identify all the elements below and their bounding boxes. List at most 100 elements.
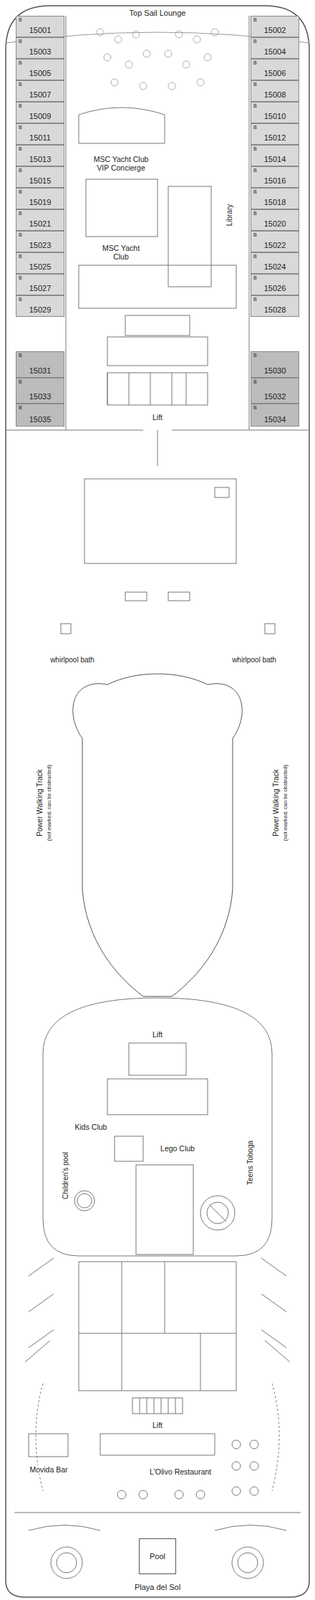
cabin-box: B 15029 xyxy=(15,294,65,317)
cabin-box: B 15030 xyxy=(250,350,300,378)
cabin-box: B 15026 xyxy=(250,273,300,295)
cabin-category: B xyxy=(18,17,23,23)
area-label-vertical: Teens Toboga xyxy=(246,1137,255,1185)
cabin-box: B 15027 xyxy=(15,273,65,295)
area-label-vertical: Power Walking Track xyxy=(272,766,281,837)
cabin-number: 15006 xyxy=(251,68,299,78)
area-label: MSC Yacht Club xyxy=(98,243,144,261)
cabin-box: B 15002 xyxy=(250,15,300,38)
cabin-box: B15013 xyxy=(15,144,65,167)
cabin-category: B xyxy=(253,60,258,66)
area-label: Lift xyxy=(151,1028,164,1038)
pool-box: Pool xyxy=(138,1536,177,1573)
cabin-category: B xyxy=(18,378,23,384)
cabin-category: B xyxy=(18,60,23,66)
area-label: Lego Club xyxy=(158,1142,197,1152)
cabin-box: B15003 xyxy=(15,37,65,59)
area-label: Top Sail Lounge xyxy=(128,8,188,18)
cabin-box: B 15004 xyxy=(250,37,300,59)
cabin-number: 15021 xyxy=(16,219,64,228)
cabin-number: 15022 xyxy=(251,240,299,250)
cabin-category: B xyxy=(253,38,258,44)
cabin-number: 15003 xyxy=(16,47,64,56)
cabin-number: 15031 xyxy=(16,365,64,375)
cabin-box: B15034 xyxy=(250,403,300,426)
cabin-category: B xyxy=(253,352,258,358)
cabin-number: 15014 xyxy=(251,154,299,164)
cabin-category: B xyxy=(253,253,258,259)
cabin-category: B xyxy=(18,103,23,109)
cabin-category: B xyxy=(253,167,258,173)
pool-label: Pool xyxy=(149,1549,166,1559)
cabin-box: B 15032 xyxy=(250,377,300,404)
area-label: Movida Bar xyxy=(27,1463,69,1472)
cabin-category: B xyxy=(253,378,258,384)
cabin-number: 15027 xyxy=(16,283,64,293)
cabin-number: 15032 xyxy=(251,391,299,401)
cabin-number: 15002 xyxy=(251,25,299,35)
area-label: whirlpool bath xyxy=(48,655,96,664)
cabin-number: 15026 xyxy=(251,283,299,293)
cabin-category: B xyxy=(18,210,23,216)
cabin-box: B 15007 xyxy=(15,80,65,102)
area-label: Kids Club xyxy=(73,1121,109,1130)
cabin-box: B 15001 xyxy=(15,15,65,38)
cabin-number: 15007 xyxy=(16,90,64,99)
cabin-box: B 15006 xyxy=(250,58,300,81)
cabin-box: B15012 xyxy=(250,123,300,145)
cabin-box: B 15035 xyxy=(15,403,65,426)
cabin-category: B xyxy=(18,274,23,280)
area-label-vertical: Children's pool xyxy=(61,1149,71,1200)
cabin-category: B xyxy=(253,189,258,195)
cabin-category: B xyxy=(18,231,23,237)
cabin-category: B xyxy=(18,296,23,302)
cabin-number: 15010 xyxy=(251,111,299,121)
cabin-number: 15023 xyxy=(16,240,64,250)
cabin-number: 15028 xyxy=(251,304,299,314)
cabin-number: 15011 xyxy=(16,133,64,142)
cabin-box: B15016 xyxy=(250,166,300,188)
cabin-category: B xyxy=(253,124,258,130)
area-label: L'Olivo Restaurant xyxy=(148,1465,213,1475)
cabin-category: B xyxy=(18,352,23,358)
cabin-number: 15033 xyxy=(16,391,64,401)
cabin-number: 15005 xyxy=(16,68,64,78)
cabin-category: B xyxy=(253,210,258,216)
cabin-number: 15001 xyxy=(16,25,64,35)
cabin-box: B 15021 xyxy=(15,209,65,231)
area-label-vertical: (not marked, can be obstructed) xyxy=(282,762,290,842)
cabin-category: B xyxy=(18,189,23,195)
cabin-category: B xyxy=(253,81,258,87)
cabin-number: 15035 xyxy=(16,414,64,424)
cabin-category: B xyxy=(18,81,23,87)
cabin-box: B 15018 xyxy=(250,187,300,210)
cabin-category: B xyxy=(253,296,258,302)
cabin-number: 15018 xyxy=(251,197,299,207)
cabin-category: B xyxy=(253,274,258,280)
cabin-number: 15034 xyxy=(251,414,299,424)
cabin-category: B xyxy=(18,124,23,130)
cabin-number: 15009 xyxy=(16,111,64,121)
cabin-number: 15029 xyxy=(16,304,64,314)
area-label: whirlpool bath xyxy=(230,655,278,664)
cabin-number: 15008 xyxy=(251,90,299,99)
cabin-box: B 15009 xyxy=(15,101,65,124)
area-label-vertical: Power Walking Track xyxy=(35,766,45,837)
area-label: Playa del Sol xyxy=(133,1580,182,1591)
cabin-number: 15004 xyxy=(251,47,299,56)
cabin-category: B xyxy=(18,253,23,259)
cabin-number: 15013 xyxy=(16,154,64,164)
cabin-box: B 15033 xyxy=(15,377,65,404)
cabin-number: 15030 xyxy=(251,365,299,375)
cabin-box: B 15031 xyxy=(15,350,65,378)
area-label-vertical: (not marked, can be obstructed) xyxy=(46,762,53,842)
cabin-box: B15019 xyxy=(15,187,65,210)
cabin-category: B xyxy=(253,103,258,109)
cabin-category: B xyxy=(253,17,258,23)
area-label-vertical: Library xyxy=(225,202,235,228)
cabin-box: B 15010 xyxy=(250,101,300,124)
cabin-box: B 15028 xyxy=(250,294,300,317)
cabin-box: B15024 xyxy=(250,252,300,274)
cabin-category: B xyxy=(18,404,23,410)
